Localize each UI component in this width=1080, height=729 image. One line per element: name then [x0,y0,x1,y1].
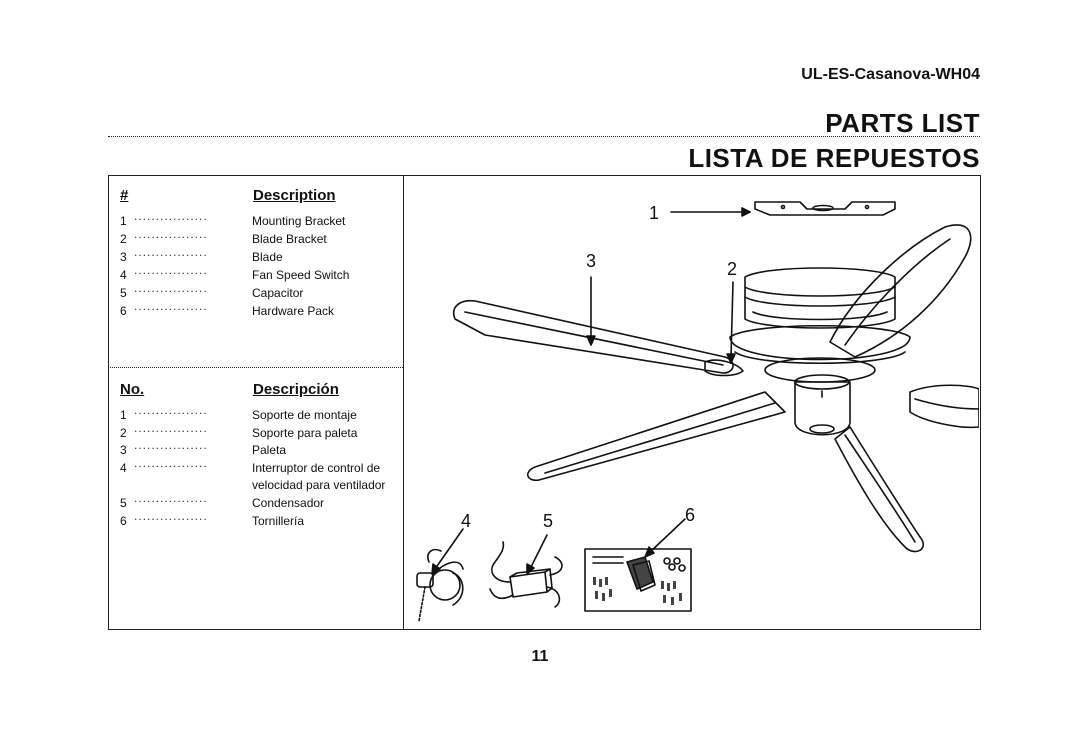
part-label: Condensador [252,496,325,510]
callout-number: 4 [461,511,471,531]
row-number: 2 [120,232,127,246]
part-label: velocidad para ventilador [252,478,386,492]
callout-number: 2 [727,259,737,279]
ceiling-fan-illustration: 1 2 3 4 5 6 [416,201,979,622]
row-number: 6 [120,304,127,318]
row-number: 2 [120,426,127,440]
english-row: 4................. Fan Speed Switch [120,262,349,282]
frame-divider [403,175,404,630]
callout-number: 1 [649,203,659,223]
leader-dots: ................. [134,299,208,313]
part-label: Fan Speed Switch [252,268,350,282]
english-description-header: Description [253,187,336,204]
leader-dots: ................. [134,227,208,241]
spanish-row: 1................. Soporte de montaje [120,402,357,422]
callout-number: 6 [685,505,695,525]
blade-icon [829,224,972,358]
blade-icon [909,384,979,429]
callout-number: 3 [586,251,596,271]
spanish-row: 5................. Condensador [120,490,324,510]
english-row: 1................. Mounting Bracket [120,208,345,228]
spanish-description-header: Descripción [253,381,339,398]
part-label: Hardware Pack [252,304,335,318]
title-lista-de-repuestos: LISTA DE REPUESTOS [688,143,980,173]
row-number: 1 [120,214,127,228]
leader-dots: ................. [134,491,208,505]
fan-speed-switch-icon [416,548,464,622]
spanish-row: 6................. Tornillería [120,508,304,528]
spanish-row-continuation: .................velocidad para ventilad… [120,472,385,492]
english-row: 6................. Hardware Pack [120,298,334,318]
switch-housing-icon [794,374,851,436]
spanish-row: 4................. Interruptor de control… [120,455,380,475]
spanish-number-header: No. [120,381,145,398]
part-label: Tornillería [252,514,305,528]
english-row: 5................. Capacitor [120,280,303,300]
english-row: 2................. Blade Bracket [120,226,327,246]
blade-icon [527,391,786,482]
row-number: 5 [120,286,127,300]
page-number: 11 [531,648,549,665]
part-label: Mounting Bracket [252,214,346,228]
part-label: Soporte para paleta [252,426,358,440]
row-number: 4 [120,268,127,282]
leader-dots: ................. [134,403,208,417]
row-number: 3 [120,443,127,457]
leader-dots: ................. [134,421,208,435]
part-label: Capacitor [252,286,304,300]
dotted-rule [108,136,980,137]
blade-bracket-icon [704,359,744,377]
row-number: 3 [120,250,127,264]
english-number-header: # [120,187,129,204]
part-label: Blade [252,250,283,264]
spanish-row: 2................. Soporte para paleta [120,420,357,440]
part-label: Soporte de montaje [252,408,357,422]
english-row: 3................. Blade [120,244,283,264]
row-number: 1 [120,408,127,422]
leader-dots: ................. [134,509,208,523]
part-label: Interruptor de control de [252,461,381,475]
hardware-pack-icon [584,548,692,612]
blade-icon [834,426,925,553]
model-number: UL-ES-Casanova-WH04 [801,66,980,83]
leader-dots: ................. [134,438,208,452]
motor-housing [729,267,911,383]
parts-table-frame [108,175,981,630]
leader-dots: ................. [134,245,208,259]
leader-dots: ................. [134,281,208,295]
callout-number: 5 [543,511,553,531]
language-divider [108,367,403,368]
leader-dots: ................. [134,209,208,223]
row-number: 6 [120,514,127,528]
leader-dots: ................. [134,456,208,470]
spanish-row: 3................. Paleta [120,437,286,457]
mounting-bracket-icon [754,201,896,216]
leader-dots: ................. [134,263,208,277]
part-label: Paleta [252,443,287,457]
part-label: Blade Bracket [252,232,327,246]
row-number: 4 [120,461,127,475]
row-number: 5 [120,496,127,510]
title-parts-list: PARTS LIST [825,108,980,138]
capacitor-icon [489,541,563,608]
